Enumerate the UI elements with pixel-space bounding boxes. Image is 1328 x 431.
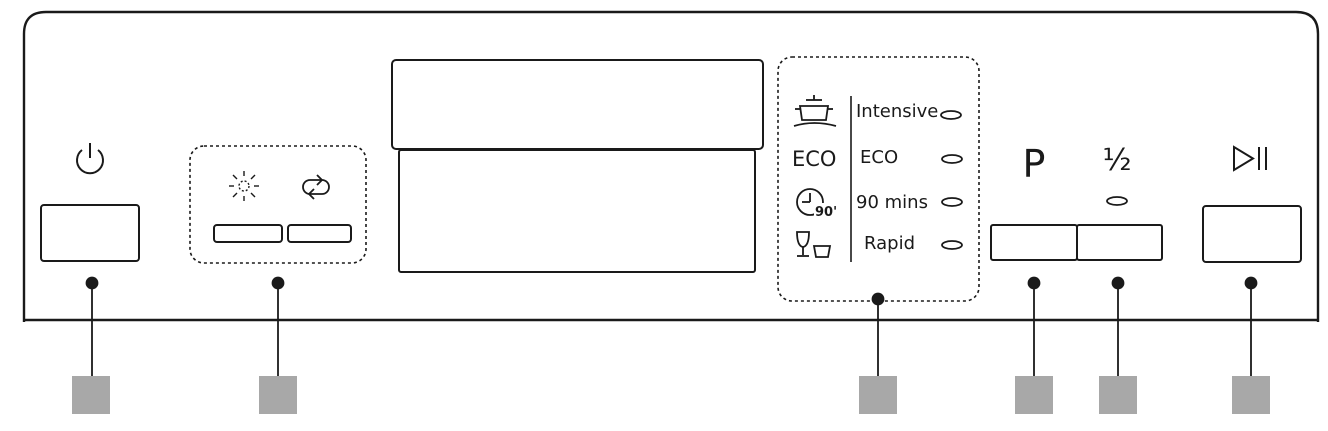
glass-cup-icon xyxy=(796,231,832,258)
sun-icon xyxy=(229,171,259,201)
eco-symbol: ECO xyxy=(792,147,836,171)
callout-box-program-button xyxy=(1015,376,1053,414)
callout-box-power xyxy=(72,376,110,414)
svg-text:90': 90' xyxy=(815,205,837,220)
program-indicator-eco xyxy=(941,154,963,164)
panel-outline xyxy=(22,10,1320,322)
display-upper-window xyxy=(391,59,764,150)
program-label-rapid: Rapid xyxy=(864,233,915,254)
half-load-indicator xyxy=(1106,196,1128,206)
program-label-eco: ECO xyxy=(860,147,898,168)
program-indicator-intensive xyxy=(940,110,962,120)
program-indicator-rapid xyxy=(941,240,963,250)
half-load-symbol: ½ xyxy=(1102,143,1131,178)
clock-90-icon: 90' xyxy=(796,188,837,220)
callout-box-options xyxy=(259,376,297,414)
refresh-arrows-icon xyxy=(302,174,330,200)
power-button[interactable] xyxy=(40,204,140,262)
play-pause-icon xyxy=(1233,145,1267,172)
callout-box-start-pause xyxy=(1232,376,1270,414)
callout-box-half-load xyxy=(1099,376,1137,414)
program-button[interactable] xyxy=(990,224,1078,261)
rinse-option-button[interactable] xyxy=(287,224,352,243)
half-load-button[interactable] xyxy=(1076,224,1163,261)
callout-leaders xyxy=(85,276,1258,378)
options-group-outline xyxy=(189,145,367,264)
program-label-90-mins: 90 mins xyxy=(856,192,928,213)
extra-dry-button[interactable] xyxy=(213,224,283,243)
callout-box-programs xyxy=(859,376,897,414)
start-pause-button[interactable] xyxy=(1202,205,1302,263)
program-group-outline xyxy=(777,56,980,302)
program-label-intensive: Intensive xyxy=(856,101,938,122)
program-button-symbol: P xyxy=(1023,142,1046,186)
program-indicator-90-mins xyxy=(941,197,963,207)
power-icon xyxy=(76,143,104,175)
display-screen xyxy=(398,149,756,273)
pot-icon xyxy=(793,95,837,127)
